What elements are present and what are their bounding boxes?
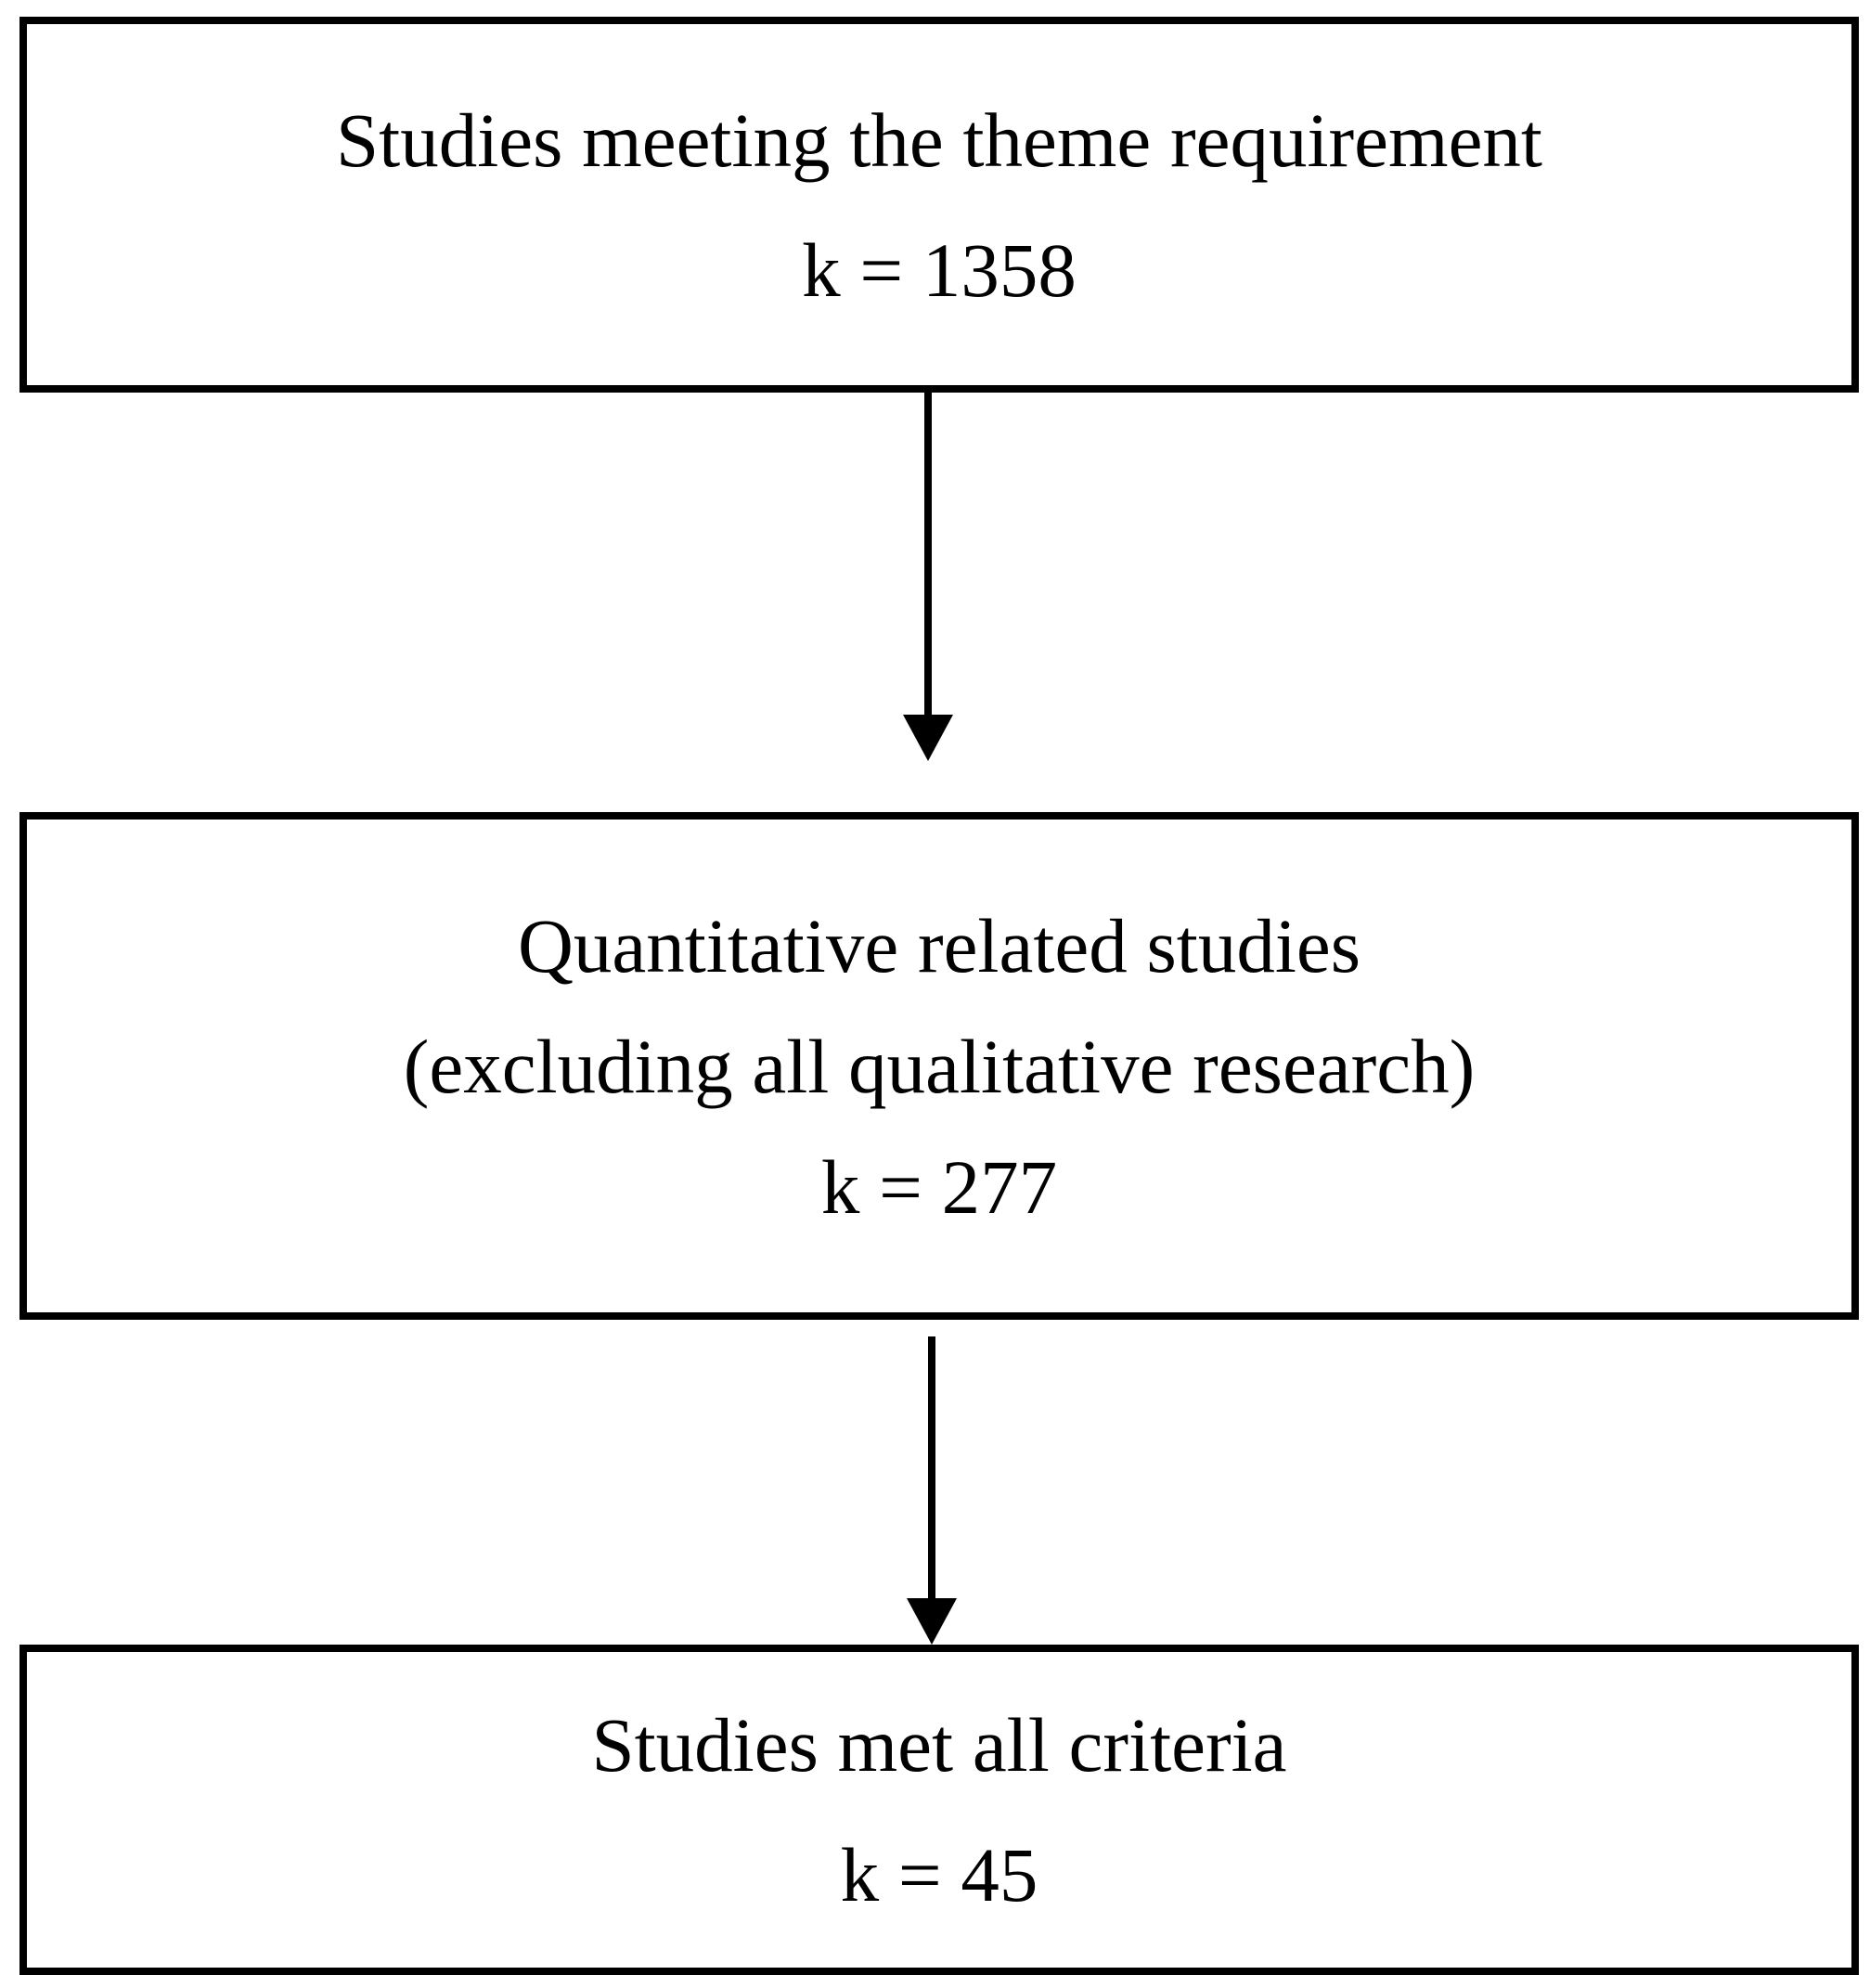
- node-count: k = 45: [840, 1832, 1038, 1917]
- flow-node-theme-requirement: Studies meeting the theme requirement k …: [19, 17, 1859, 393]
- node-label: Studies met all criteria: [591, 1702, 1287, 1788]
- down-arrow-1-head-icon: [903, 715, 953, 761]
- node-label: Studies meeting the theme requirement: [336, 97, 1542, 183]
- down-arrow-2-shaft: [928, 1336, 935, 1598]
- down-arrow-2-head-icon: [907, 1598, 957, 1645]
- node-label: Quantitative related studies: [517, 902, 1361, 988]
- down-arrow-1-shaft: [924, 393, 932, 715]
- node-count: k = 277: [820, 1143, 1058, 1230]
- node-count: k = 1358: [802, 226, 1077, 313]
- flow-node-quantitative-studies: Quantitative related studies (excluding …: [19, 812, 1859, 1320]
- flow-node-met-all-criteria: Studies met all criteria k = 45: [19, 1645, 1859, 1975]
- node-sublabel: (excluding all qualitative research): [403, 1023, 1476, 1109]
